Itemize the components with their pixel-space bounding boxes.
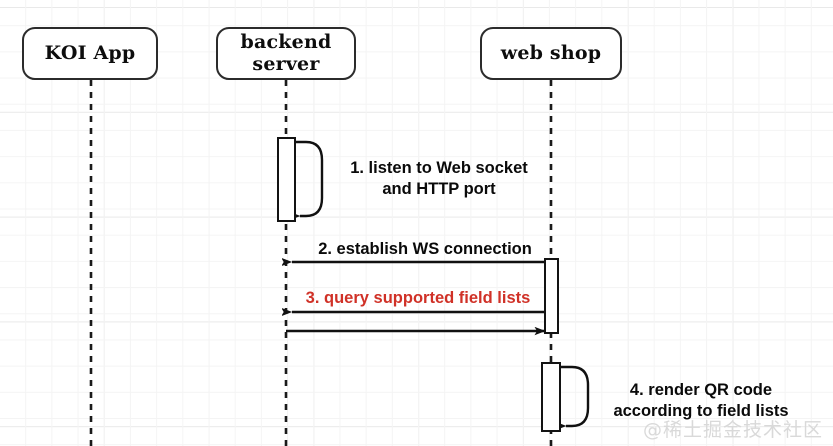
message-label-3: 3. query supported field lists (305, 289, 531, 307)
activation-bar-web-shop-2 (541, 362, 561, 432)
participant-label-web-shop: web shop (500, 41, 602, 64)
participant-box-koi-app[interactable]: KOI App (22, 27, 158, 80)
watermark-text: @稀土掘金技术社区 (642, 419, 823, 441)
message-label-2: 2. establish WS connection (318, 240, 532, 258)
message-label-1: 1. listen to Web socket and HTTP port (350, 159, 528, 199)
activation-bar-web-shop-1 (544, 258, 559, 334)
self-loop-backend-server (295, 140, 324, 216)
participant-box-web-shop[interactable]: web shop (480, 27, 622, 80)
self-loop-web-shop (560, 365, 590, 426)
participant-label-koi-app: KOI App (44, 41, 136, 64)
participant-box-backend-server[interactable]: backend server (216, 27, 356, 80)
activation-bar-backend-server-1 (277, 137, 296, 222)
participant-label-backend-server: backend server (240, 31, 332, 75)
